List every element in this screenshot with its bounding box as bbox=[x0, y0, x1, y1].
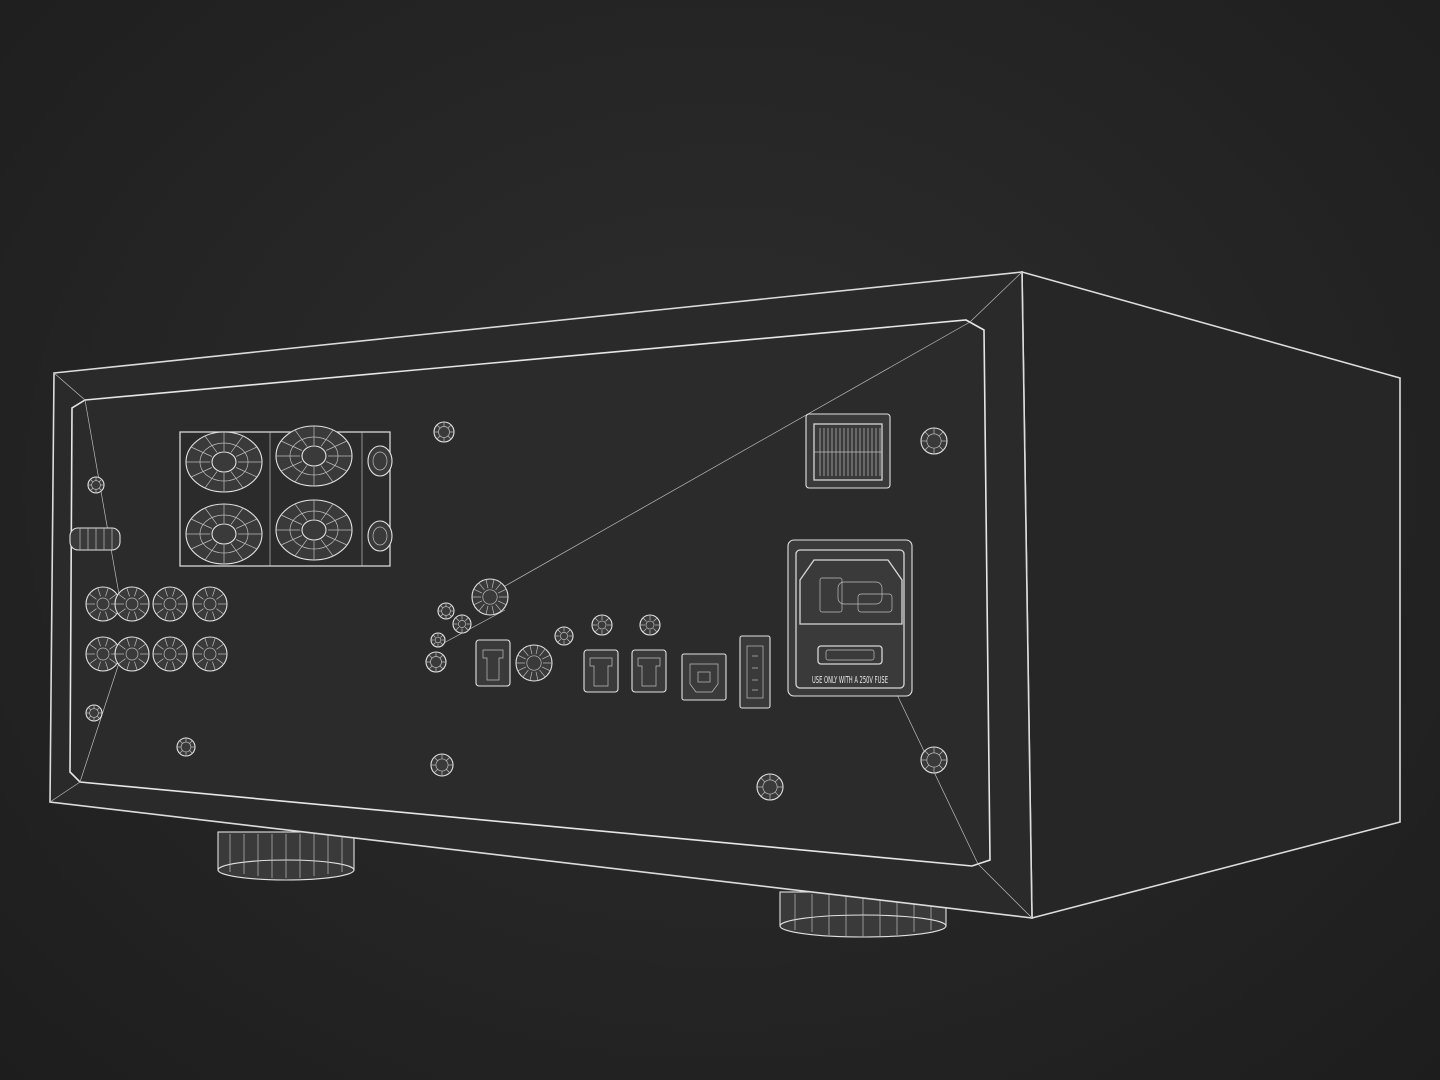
screw-3 bbox=[85, 704, 103, 722]
rca-jack-6 bbox=[114, 636, 150, 672]
rca-jack-3 bbox=[152, 586, 188, 622]
center-jacks bbox=[430, 578, 661, 682]
ground-terminal bbox=[69, 527, 121, 551]
binding-post-1 bbox=[185, 431, 263, 493]
screw-8 bbox=[920, 746, 948, 774]
chassis bbox=[49, 270, 1401, 920]
screw-4 bbox=[176, 737, 196, 757]
usb-a-port bbox=[739, 635, 771, 709]
binding-post-4 bbox=[275, 499, 353, 561]
binding-post-3 bbox=[185, 503, 263, 565]
rca-inputs bbox=[85, 586, 228, 672]
center-jack-5 bbox=[591, 614, 613, 636]
usb-b-port bbox=[681, 653, 727, 701]
optical-ports bbox=[475, 639, 667, 693]
side-knob-top bbox=[367, 445, 393, 477]
screw-7 bbox=[920, 427, 948, 455]
center-jack-6 bbox=[639, 614, 661, 636]
fuse-label: USE ONLY WITH A 250V FUSE bbox=[812, 675, 888, 686]
rca-jack-4 bbox=[192, 586, 228, 622]
center-jack-4 bbox=[554, 626, 574, 646]
screw-10 bbox=[425, 651, 447, 673]
speaker-terminals bbox=[179, 425, 393, 567]
center-jack-7 bbox=[430, 632, 446, 648]
rca-jack-7 bbox=[152, 636, 188, 672]
power-switch bbox=[805, 413, 891, 489]
binding-post-2 bbox=[275, 425, 353, 487]
screw-1 bbox=[433, 421, 455, 443]
screw-9 bbox=[437, 602, 455, 620]
center-jack-1 bbox=[471, 578, 509, 616]
rca-jack-2 bbox=[114, 586, 150, 622]
screw-2 bbox=[87, 476, 105, 494]
side-knob-bottom bbox=[367, 520, 393, 552]
center-jack-3 bbox=[452, 614, 472, 634]
center-jack-2 bbox=[515, 644, 553, 682]
screws bbox=[85, 421, 948, 801]
rca-jack-8 bbox=[192, 636, 228, 672]
screw-5 bbox=[430, 753, 454, 777]
left-foot bbox=[217, 831, 355, 881]
chassis-side bbox=[1021, 270, 1401, 920]
panel-bevel-edges bbox=[49, 271, 1033, 919]
optical-port-1 bbox=[475, 639, 511, 687]
rca-jack-1 bbox=[85, 586, 121, 622]
optical-port-2 bbox=[583, 649, 619, 693]
rca-jack-5 bbox=[85, 636, 121, 672]
screw-6 bbox=[756, 773, 784, 801]
optical-port-3 bbox=[631, 649, 667, 693]
power-inlet: USE ONLY WITH A 250V FUSE bbox=[787, 539, 913, 697]
